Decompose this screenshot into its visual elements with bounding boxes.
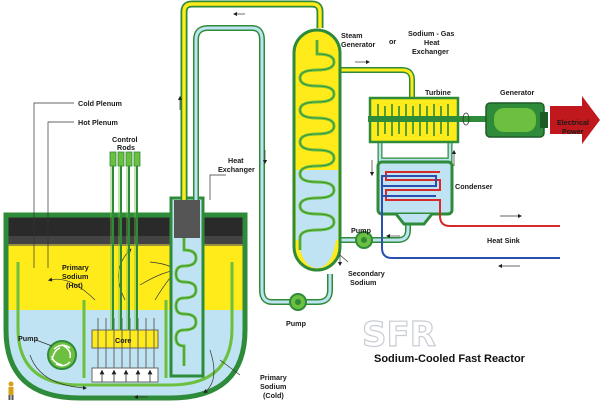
person-icon — [8, 381, 14, 400]
label-sodium-gas-3: Exchanger — [412, 47, 449, 56]
pump-icon — [355, 231, 373, 249]
reactor-vessel — [3, 212, 248, 401]
label-pump-steam: Pump — [286, 319, 307, 328]
label-secondary-sodium-2: Sodium — [350, 278, 376, 287]
steam-generator — [292, 28, 342, 272]
label-condenser: Condenser — [455, 182, 493, 191]
condenser — [376, 160, 560, 259]
arrow-icon — [550, 96, 600, 144]
turbine-icon — [368, 96, 490, 144]
label-steam-generator-2: Generator — [341, 40, 376, 49]
labels: Cold Plenum Hot Plenum Control Rods Heat… — [18, 29, 589, 400]
label-pump-vessel: Pump — [18, 334, 39, 343]
pump-icon — [289, 293, 307, 311]
label-primary-sodium-hot-1: Primary — [62, 263, 89, 272]
label-primary-sodium-cold-2: Sodium — [260, 382, 286, 391]
label-control-rods-1: Control — [112, 135, 138, 144]
page-title: Sodium-Cooled Fast Reactor — [374, 353, 526, 365]
leader-lines — [33, 102, 349, 376]
sfr-logo: SFR — [362, 315, 436, 355]
label-primary-sodium-cold-1: Primary — [260, 373, 287, 382]
label-sodium-gas-2: Heat — [424, 38, 440, 47]
label-or: or — [389, 37, 396, 46]
label-heat-sink: Heat Sink — [487, 236, 520, 245]
label-turbine: Turbine — [425, 88, 451, 97]
label-primary-sodium-cold-3: (Cold) — [263, 391, 284, 400]
label-electrical-power-2: Power — [562, 127, 584, 136]
label-heat-exchanger-2: Exchanger — [218, 165, 255, 174]
generator-icon — [485, 102, 548, 138]
secondary-loop — [180, 0, 453, 305]
label-secondary-sodium-1: Secondary — [348, 269, 385, 278]
label-heat-exchanger-1: Heat — [228, 156, 244, 165]
control-rods — [109, 151, 141, 330]
label-steam-generator-1: Steam — [341, 31, 363, 40]
label-primary-sodium-hot-3: (Hot) — [66, 281, 83, 290]
pump-icon — [47, 340, 77, 370]
label-hot-plenum: Hot Plenum — [78, 118, 118, 127]
label-core: Core — [115, 336, 131, 345]
label-electrical-power-1: Electrical — [557, 118, 589, 127]
label-primary-sodium-hot-2: Sodium — [62, 272, 88, 281]
label-generator: Generator — [500, 88, 535, 97]
label-sodium-gas-1: Sodium - Gas — [408, 29, 454, 38]
label-cold-plenum: Cold Plenum — [78, 99, 122, 108]
intermediate-heat-exchanger — [169, 196, 205, 378]
label-control-rods-2: Rods — [117, 143, 135, 152]
flow-arrows — [133, 11, 523, 400]
label-pump-secondary: Pump — [351, 226, 372, 235]
